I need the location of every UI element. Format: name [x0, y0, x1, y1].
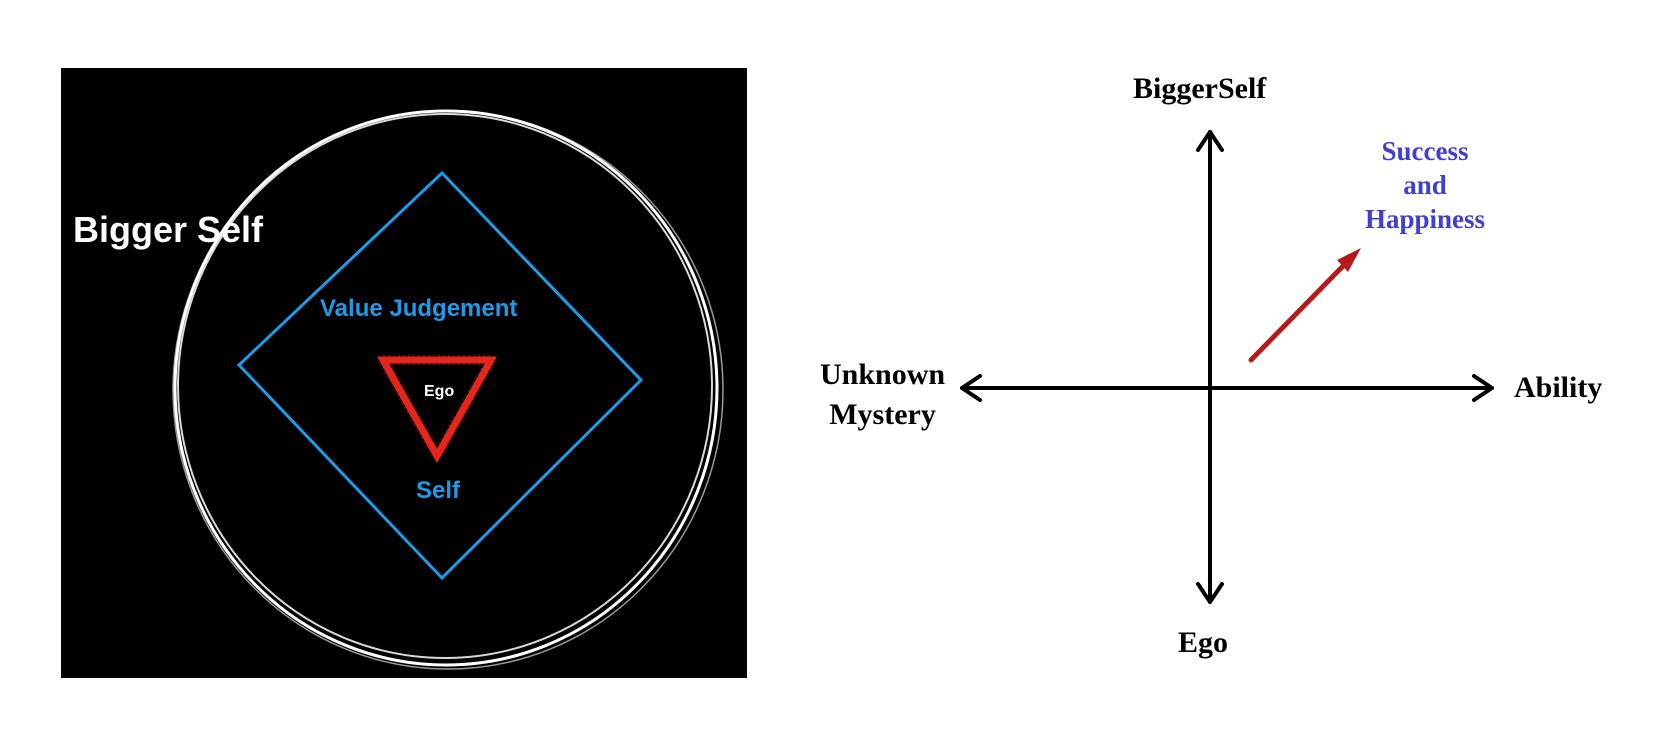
axis-label-bigger-self: BiggerSelf [1133, 72, 1267, 105]
axis-label-ego: Ego [1178, 626, 1229, 659]
happiness-label: Happiness [1364, 204, 1486, 234]
self-label: Self [416, 477, 461, 504]
and-label: and [1403, 170, 1447, 200]
axis-label-mystery: Mystery [829, 398, 936, 431]
vertical-axis [1196, 130, 1224, 604]
value-judgement-diagram-graphic [172, 109, 724, 670]
bigger-self-label: Bigger Self [73, 209, 264, 250]
horizontal-axis [960, 374, 1494, 402]
quadrant-diagram-graphic [960, 130, 1494, 604]
quadrant-diagram: BiggerSelf Ego Unknown Mystery Ability S… [780, 60, 1620, 680]
ego-inner-label: Ego [424, 383, 455, 400]
value-judgement-diagram: Bigger Self Value Judgement Ego Self [61, 68, 747, 678]
ego-triangle [373, 354, 501, 468]
bottom-arrowhead [1196, 582, 1224, 604]
value-judgement-diamond [236, 170, 644, 581]
axis-label-ability: Ability [1514, 371, 1603, 404]
success-label: Success [1381, 136, 1469, 166]
success-and-happiness-label: Success and Happiness [1340, 134, 1510, 236]
axis-label-unknown-mystery: Unknown Mystery [820, 355, 945, 435]
right-arrowhead [1472, 374, 1494, 402]
left-arrowhead [960, 374, 982, 402]
axis-label-unknown: Unknown [820, 358, 946, 391]
bigger-self-circle [172, 109, 724, 670]
top-arrowhead [1196, 130, 1224, 152]
success-arrow [1248, 248, 1361, 363]
value-judgement-label: Value Judgement [320, 295, 518, 322]
